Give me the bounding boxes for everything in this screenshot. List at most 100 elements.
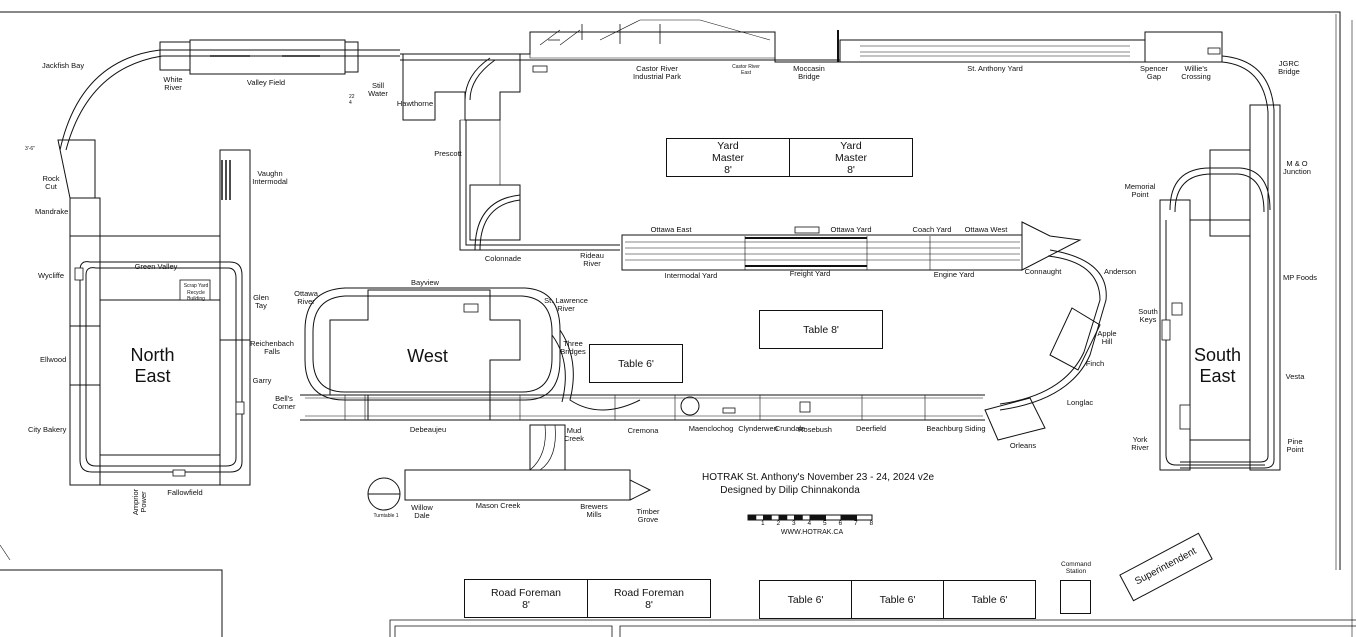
- station-ellwood: Ellwood: [40, 355, 67, 364]
- scrap-yard-label: Scrap Yard: [183, 283, 209, 289]
- station-clynderwen: Clynderwen: [738, 424, 778, 433]
- station-mud-creek: Mud Creek: [563, 426, 584, 443]
- station-longlac: Longlac: [1066, 398, 1094, 407]
- station-ottawa-east: Ottawa East: [650, 225, 692, 234]
- station-mandrake: Mandrake: [35, 207, 69, 216]
- west-oval: [304, 287, 561, 401]
- station-cremona: Cremona: [627, 426, 659, 435]
- table-6-c[interactable]: Table 6': [943, 580, 1036, 619]
- scale-number: 3: [792, 520, 796, 527]
- station-mason-creek: Mason Creek: [475, 501, 521, 510]
- station-jackfish-bay: Jackfish Bay: [42, 61, 85, 70]
- station-intermodal-yard: Intermodal Yard: [664, 271, 718, 280]
- station-st-anthony-yard: St. Anthony Yard: [967, 64, 1023, 73]
- station-vesta: Vesta: [1285, 372, 1305, 381]
- station-jgrc-bridge: JGRC Bridge: [1278, 59, 1300, 76]
- region-label-north-east: North East: [130, 345, 175, 386]
- station-connaught: Connaught: [1024, 267, 1062, 276]
- station-reichenbach-falls: Reichenbach Falls: [250, 339, 294, 356]
- table-yard-master-1[interactable]: Yard Master 8': [666, 138, 790, 177]
- station-ottawa-river: Ottawa River: [294, 289, 318, 306]
- station-colonnade: Colonnade: [484, 254, 522, 263]
- layout-title: HOTRAK St. Anthony's November 23 - 24, 2…: [701, 472, 935, 483]
- station-memorial-point: Memorial Point: [1124, 182, 1156, 199]
- station-willow-dale: Willow Dale: [411, 503, 433, 520]
- turntable-label: Turntable 1: [373, 513, 399, 519]
- website: WWW.HOTRAK.CA: [780, 529, 844, 536]
- room-wall: [0, 544, 11, 561]
- station-vaughn-intermodal: Vaughn Intermodal: [252, 169, 288, 186]
- command-station-table[interactable]: [1060, 580, 1091, 614]
- station-coach-yard: Coach Yard: [912, 225, 952, 234]
- station-finch: Finch: [1085, 359, 1105, 368]
- recycle-building-label: Recycle Building: [187, 290, 205, 302]
- table-yard-master-2[interactable]: Yard Master 8': [789, 138, 913, 177]
- table-6-b[interactable]: Table 6': [851, 580, 944, 619]
- station-amprior-power: Amprior Power: [131, 488, 148, 516]
- scale-number: 2: [776, 520, 781, 527]
- station-orleans: Orleans: [1009, 441, 1037, 450]
- station-fallowfield: Fallowfield: [167, 488, 203, 497]
- station-crundale: Crundale: [774, 424, 806, 433]
- scale-number: 8: [869, 520, 874, 527]
- station-rosebush: Rosebush: [798, 425, 832, 434]
- station-still-water: Still Water: [368, 81, 388, 98]
- south-east-modules: [1159, 104, 1281, 471]
- ottawa-yard: [621, 234, 1023, 271]
- table-6-center[interactable]: Table 6': [589, 344, 683, 383]
- station-willies-crossing: Willie's Crossing: [1181, 64, 1211, 81]
- station-glen-tay: Glen Tay: [253, 293, 269, 310]
- still-water-code: 224: [349, 94, 355, 106]
- north-east-modules: [69, 197, 101, 486]
- station-mo-junction: M & O Junction: [1283, 159, 1311, 176]
- table-road-foreman-1[interactable]: Road Foreman 8': [464, 579, 588, 618]
- table-8[interactable]: Table 8': [759, 310, 883, 349]
- scale-bar: [747, 514, 873, 521]
- station-maenclochog: Maenclochog: [688, 424, 734, 433]
- station-timber-grove: Timber Grove: [636, 507, 660, 524]
- station-brewers-mills: Brewers Mills: [580, 502, 608, 519]
- st-anthony-yard: [839, 39, 1146, 63]
- north-east-track: [79, 261, 243, 473]
- station-hawthorne: Hawthorne: [396, 99, 434, 108]
- station-city-bakery: City Bakery: [28, 425, 67, 434]
- command-station-label: Command Station: [1061, 561, 1091, 575]
- room-wall: [0, 11, 1341, 570]
- station-prescott: Prescott: [434, 149, 462, 158]
- station-pine-point: Pine Point: [1286, 437, 1304, 454]
- scale-number: 5: [823, 520, 827, 527]
- station-castor-river-ip: Castor River Industrial Park: [633, 64, 681, 81]
- layout-designer: Designed by Dilip Chinnakonda: [720, 485, 860, 496]
- station-freight-yard: Freight Yard: [789, 269, 831, 278]
- region-label-west: West: [407, 346, 448, 366]
- station-rock-cut: Rock Cut: [42, 174, 60, 191]
- room-wall: [394, 625, 1356, 637]
- table-6-a[interactable]: Table 6': [759, 580, 852, 619]
- station-ottawa-yard: Ottawa Yard: [830, 225, 872, 234]
- scale-number: 4: [807, 520, 812, 527]
- station-anderson: Anderson: [1103, 267, 1137, 276]
- station-moccasin-bridge: Moccasin Bridge: [793, 64, 825, 81]
- station-york-river: York River: [1131, 435, 1149, 452]
- scale-tag: 3'-6": [25, 146, 35, 152]
- room-wall: [0, 569, 223, 637]
- station-st-lawrence-river: St. Lawrence River: [544, 296, 588, 313]
- station-bells-corner: Bell's Corner: [272, 394, 296, 411]
- room-wall: [389, 619, 1356, 637]
- scale-number: 1: [761, 520, 765, 527]
- station-wycliffe: Wycliffe: [38, 271, 65, 280]
- station-bayview: Bayview: [411, 278, 439, 287]
- station-mp-foods: MP Foods: [1282, 273, 1318, 282]
- valley-field-track: [59, 49, 400, 151]
- region-label-south-east: South East: [1193, 345, 1242, 386]
- table-road-foreman-2[interactable]: Road Foreman 8': [587, 579, 711, 618]
- station-debeaujeu: Debeaujeu: [409, 425, 447, 434]
- station-valley-field: Valley Field: [246, 78, 286, 87]
- station-white-river: White River: [163, 75, 183, 92]
- station-south-keys: South Keys: [1138, 307, 1158, 324]
- station-deerfield: Deerfield: [855, 424, 886, 433]
- station-castor-river-east: Castor River East: [732, 64, 760, 76]
- scale-number: 6: [838, 520, 843, 527]
